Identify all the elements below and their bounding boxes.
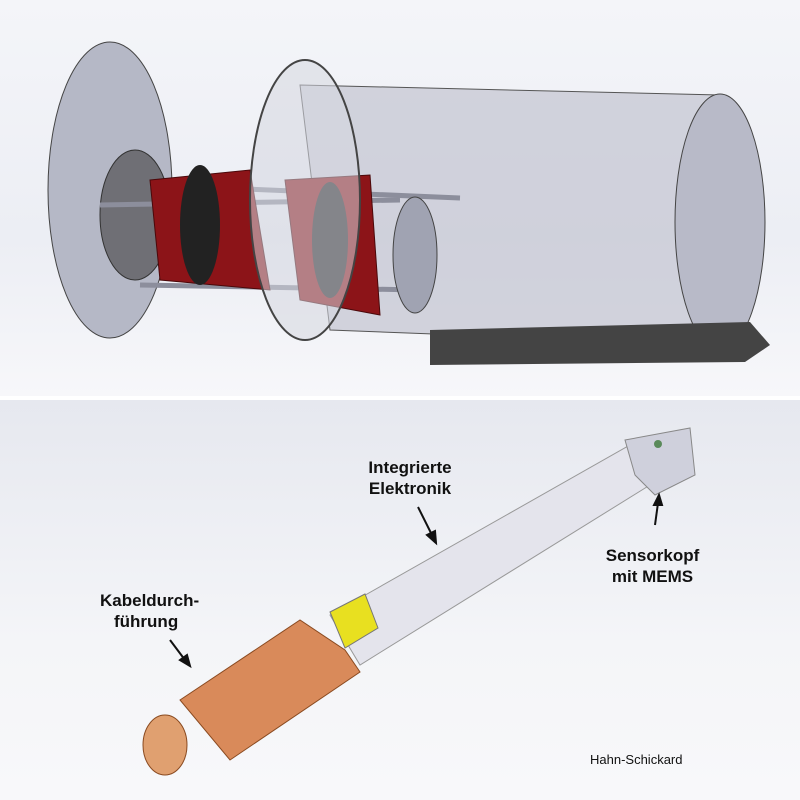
label-integrated-electronics: Integrierte Elektronik xyxy=(350,457,470,499)
exploded-housing-drawing xyxy=(47,41,770,365)
logo-label xyxy=(329,593,379,649)
middle-flange xyxy=(249,59,361,341)
exploded-housing-panel xyxy=(0,0,800,396)
sensor-head-hole xyxy=(654,440,662,448)
label-sensor-head: Sensorkopf mit MEMS xyxy=(585,545,720,587)
label-line: Elektronik xyxy=(368,479,452,498)
cylinder-end-cap xyxy=(674,93,766,351)
end-disc xyxy=(392,196,438,314)
base-mount xyxy=(430,322,770,365)
label-line: mit MEMS xyxy=(611,567,694,586)
cable-gland xyxy=(179,619,361,761)
label-line: Integrierte xyxy=(368,458,452,477)
label-arrows xyxy=(169,492,664,669)
credit-text: Hahn-Schickard xyxy=(590,752,683,767)
label-line: führung xyxy=(114,612,179,631)
seal-ring-left xyxy=(180,165,220,285)
label-line: Sensorkopf xyxy=(605,546,700,565)
sensor-head xyxy=(624,427,696,496)
label-cable-gland: Kabeldurch- führung xyxy=(100,590,220,632)
label-line: Kabeldurch- xyxy=(100,591,200,610)
panel-separator xyxy=(0,396,800,400)
connector-plug xyxy=(142,714,188,776)
sensor-probe-panel xyxy=(0,400,800,800)
sensor-probe-drawing xyxy=(142,427,696,776)
